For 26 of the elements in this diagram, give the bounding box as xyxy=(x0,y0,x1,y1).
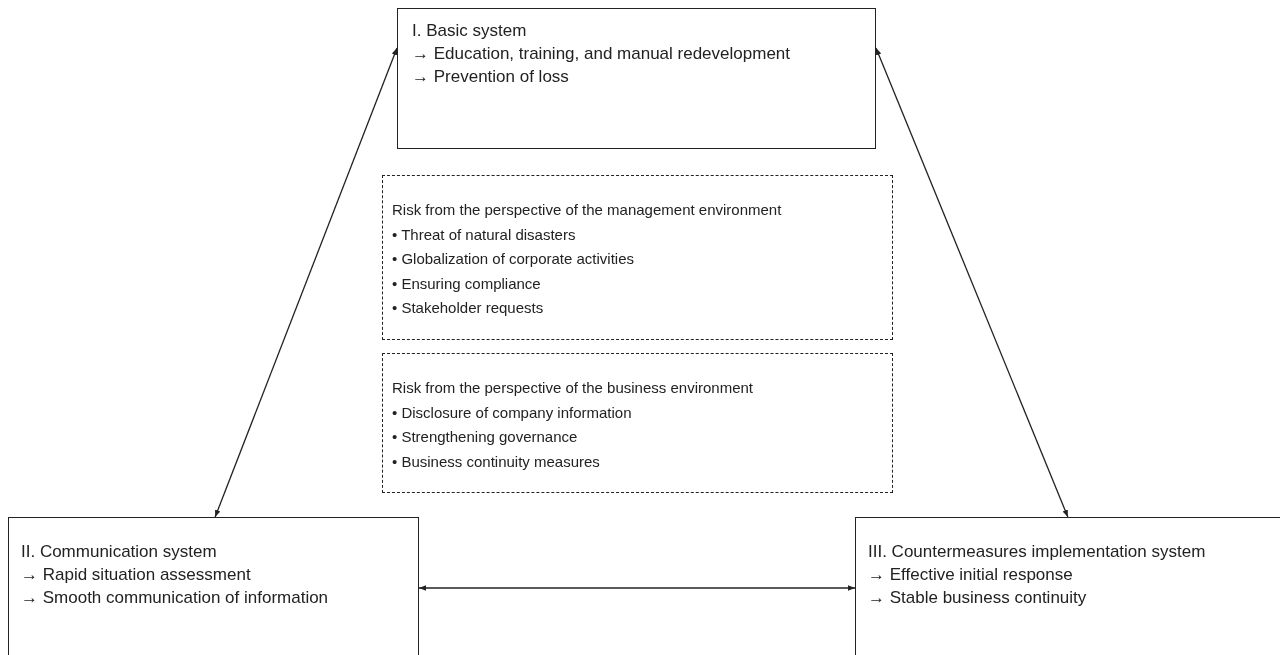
box-heading: II. Communication system xyxy=(21,541,218,563)
list-item: → Smooth communication of information xyxy=(21,587,330,609)
double-arrow xyxy=(875,47,1069,518)
box-heading: III. Countermeasures implementation system xyxy=(868,541,1207,563)
system-box xyxy=(855,517,1280,655)
list-item: • Stakeholder requests xyxy=(392,298,545,318)
double-arrow xyxy=(214,47,398,518)
list-item: → Effective initial response xyxy=(868,564,1074,586)
system-box xyxy=(397,8,876,149)
list-item: → Stable business continuity xyxy=(868,587,1088,609)
box-heading: Risk from the perspective of the business environment xyxy=(392,378,754,398)
system-box xyxy=(8,517,419,655)
list-item: → Education, training, and manual redevelopment xyxy=(412,43,791,65)
box-heading: Risk from the perspective of the management environment xyxy=(392,200,783,220)
dashed-text-box xyxy=(382,175,893,340)
list-item: • Threat of natural disasters xyxy=(392,224,577,245)
list-item: • Globalization of corporate activities xyxy=(392,249,636,269)
double-arrow xyxy=(418,585,856,591)
list-item: • Business continuity measures xyxy=(392,451,601,472)
list-item: • Ensuring compliance xyxy=(392,273,542,294)
list-item: → Rapid situation assessment xyxy=(21,564,252,586)
list-item: • Strengthening governance xyxy=(392,427,579,447)
list-item: → Prevention of loss xyxy=(412,66,570,88)
dashed-text-box xyxy=(382,353,893,493)
box-heading: I. Basic system xyxy=(412,20,528,42)
list-item: • Disclosure of company information xyxy=(392,402,633,423)
